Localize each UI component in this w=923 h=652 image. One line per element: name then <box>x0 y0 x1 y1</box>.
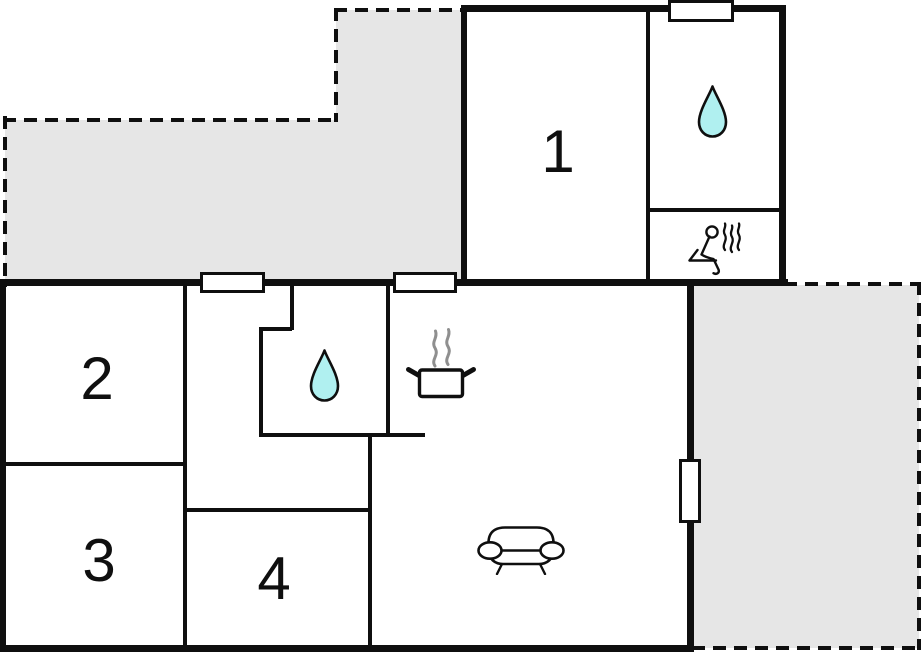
pot-handle-left <box>406 367 422 378</box>
heat-wave-icon <box>722 222 727 252</box>
window-sauna-top <box>668 0 734 22</box>
person-head <box>705 225 719 239</box>
wall-room4-top <box>187 508 372 512</box>
wall-bath2-step <box>259 327 292 331</box>
wall-bottom-main <box>0 645 694 652</box>
water-drop-icon <box>309 349 340 402</box>
room-1-label: 1 <box>541 118 575 185</box>
person-body <box>700 235 720 276</box>
sauna-person-icon <box>688 222 741 276</box>
window-hall-top <box>200 272 265 293</box>
wall-room2-room3-divider <box>6 462 187 466</box>
heat-wave-icon <box>736 222 741 252</box>
room-2-label: 2 <box>80 345 114 412</box>
steam-icon <box>445 328 451 366</box>
water-drop-icon <box>697 85 728 138</box>
pot-handle-right <box>460 367 476 378</box>
terrace-left-upper <box>336 10 461 283</box>
wall-bath2-left-lower <box>259 330 263 437</box>
wall-bath2-bottom <box>259 433 425 437</box>
sofa-icon <box>477 526 565 575</box>
wall-room1-bath-divider <box>646 12 650 283</box>
wall-bath-sauna-divider <box>650 208 779 212</box>
cooking-pot-icon <box>406 328 476 399</box>
wall-room1-right <box>779 5 786 286</box>
wall-left-outer <box>0 279 6 652</box>
sofa-leg <box>495 562 504 575</box>
pot-body <box>417 368 465 399</box>
terrace-right <box>694 285 919 648</box>
door-living-right <box>679 459 701 523</box>
wall-room1-top <box>461 5 786 12</box>
heat-wave-icon <box>729 224 734 254</box>
sofa-armrest <box>539 540 565 560</box>
room-4-label: 4 <box>257 545 291 612</box>
wall-room1-left <box>461 5 467 286</box>
sofa-leg <box>538 562 547 575</box>
sauna-bench <box>688 248 718 262</box>
wall-bath2-right <box>386 283 390 437</box>
window-kitchen-top <box>393 272 457 293</box>
wall-corridor <box>368 437 372 645</box>
terrace-left-lower <box>5 120 336 283</box>
room-3-label: 3 <box>82 527 116 594</box>
steam-icon <box>432 329 438 368</box>
sofa-armrest <box>477 540 503 560</box>
wall-bath2-left-upper <box>290 283 294 330</box>
